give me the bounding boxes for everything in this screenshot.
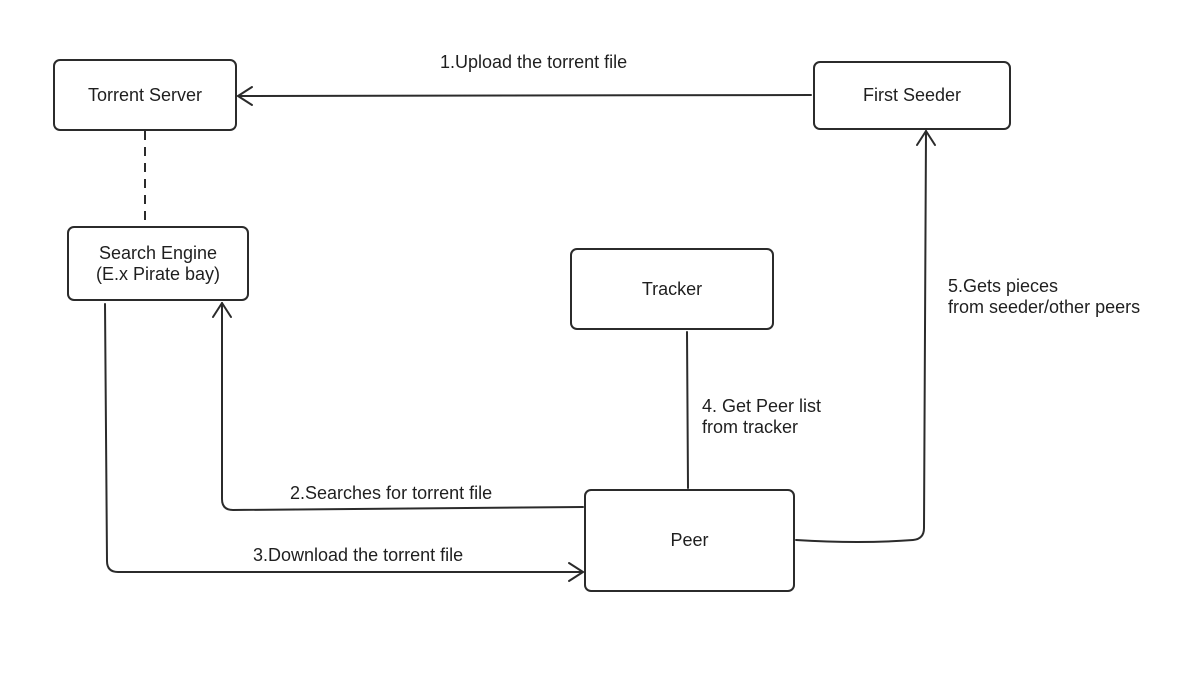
first-seeder-node[interactable]: First Seeder — [813, 61, 1011, 130]
search-engine-label-line1: Search Engine — [98, 242, 218, 263]
edge-search-line — [221, 302, 584, 511]
edge-upload-arrowhead — [237, 86, 253, 106]
edge-peer-list-label-line1: 4. Get Peer list — [702, 396, 822, 416]
edge-pieces-label-line1: 5.Gets pieces — [948, 276, 1059, 296]
edge-download-line — [104, 303, 584, 573]
edge-pieces-arrowhead — [916, 130, 936, 146]
edge-peer-list-label-line2: from tracker — [702, 417, 799, 437]
peer-node[interactable]: Peer — [584, 489, 795, 592]
edge-upload-label: 1.Upload the torrent file — [440, 52, 628, 72]
tracker-node[interactable]: Tracker — [570, 248, 774, 330]
edge-download-label: 3.Download the torrent file — [253, 545, 464, 565]
first-seeder-label: First Seeder — [862, 85, 962, 105]
tracker-label: Tracker — [641, 278, 703, 299]
peer-label: Peer — [670, 530, 709, 550]
edge-pieces-line — [795, 130, 927, 543]
edge-pieces-label-line2: from seeder/other peers — [948, 297, 1141, 317]
torrent-server-label: Torrent Server — [87, 84, 203, 105]
edge-peer-list-line — [686, 331, 689, 489]
search-engine-label-line2: (E.x Pirate bay) — [95, 263, 221, 284]
edge-pieces-label: 5.Gets pieces from seeder/other peers — [948, 276, 1140, 318]
torrent-server-node[interactable]: Torrent Server — [53, 59, 237, 131]
edge-upload-line — [237, 94, 812, 97]
search-engine-node[interactable]: Search Engine (E.x Pirate bay) — [67, 226, 249, 301]
edge-search-label: 2.Searches for torrent file — [290, 483, 493, 503]
edge-peer-list-label: 4. Get Peer list from tracker — [702, 396, 821, 438]
edge-search-arrowhead — [212, 302, 232, 318]
edge-download-arrowhead — [568, 562, 584, 582]
